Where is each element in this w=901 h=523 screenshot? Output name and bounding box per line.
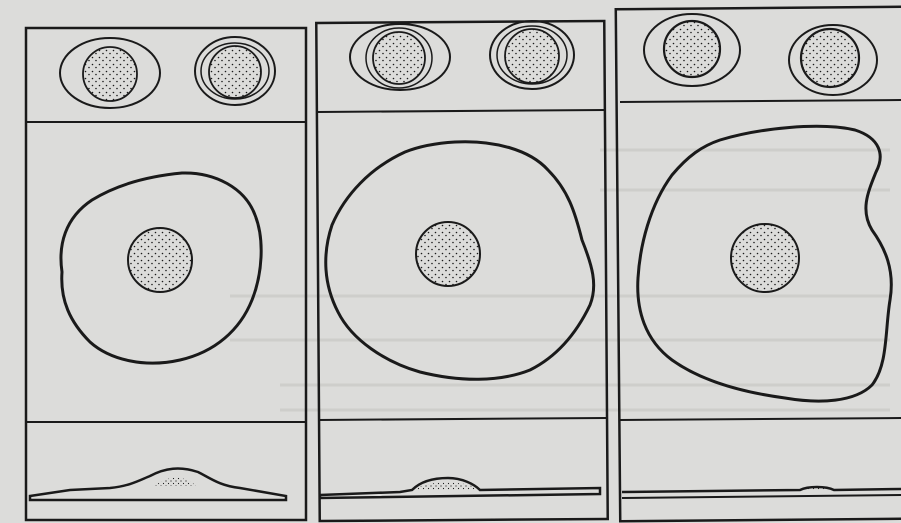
- panel-1-nucleus: [128, 228, 192, 292]
- panel-3-nucleus: [731, 224, 799, 292]
- panel-2-nucleus: [416, 222, 480, 286]
